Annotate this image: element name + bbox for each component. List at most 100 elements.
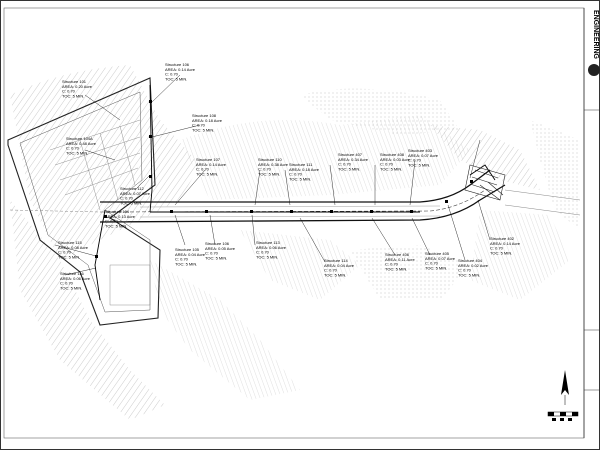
structure-label-toc: TOC: 5 MIN. — [66, 150, 88, 155]
structure-label-area: AREA: 0.04 Acre — [324, 263, 355, 268]
structure-label-name: Structure 403 — [408, 148, 433, 153]
structure-label-area: AREA: 0.07 Acre — [120, 191, 151, 196]
structure-label-area: AREA: 0.18 Acre — [192, 118, 223, 123]
structure-label-toc: TOC: 5 MIN. — [338, 166, 360, 171]
structure-label-name: Structure 111 — [289, 162, 313, 167]
structure-label-name: Structure 405 — [425, 251, 450, 256]
structure-label-toc: TOC: 5 MIN. — [425, 265, 447, 270]
structure-label-area: AREA: 0.05 Acre — [205, 246, 236, 251]
firm-logo-icon — [588, 64, 600, 76]
property-boundary — [7, 77, 161, 326]
lot-grid — [49, 119, 151, 306]
structure-label-name: Structure 107 — [196, 157, 221, 162]
structure-label-area: AREA: 0.14 Acre — [196, 162, 227, 167]
leader-lines — [54, 74, 491, 276]
structure-label-name: Structure 106 — [205, 241, 230, 246]
structure-label-area: AREA: 0.07 Acre — [425, 256, 456, 261]
structure-label-c: C: 0.70 — [205, 251, 219, 256]
structure-label-c: C: 0.70 — [58, 250, 72, 255]
structure-label-toc: TOC: 5 MIN. — [289, 176, 311, 181]
firm-label: ENGINEERING — [592, 10, 599, 60]
structure-label-area: AREA: 0.03 Acre — [380, 157, 411, 162]
structure-label-c: C: 0.70 — [196, 167, 210, 172]
structure-label-area: AREA: 0.18 Acre — [289, 167, 320, 172]
north-arrow-icon — [561, 370, 569, 405]
structure-label-area: AREA: 0.07 Acre — [408, 153, 439, 158]
structure-label-area: AREA: 0.06 Acre — [60, 276, 91, 281]
structure-label-toc: TOC: 5 MIN. — [62, 93, 84, 98]
structure-label-toc: TOC: 5 MIN. — [58, 254, 80, 259]
structure-label-c: C: 0.70 — [425, 261, 439, 266]
structure-label-area: AREA: 0.13 Acre — [105, 214, 136, 219]
structure-label-name: Structure 104A — [66, 136, 93, 141]
structure-label-name: Structure 108 — [192, 113, 217, 118]
structure-label-c: C: 0.70 — [165, 72, 179, 77]
structure-label-area: AREA: 0.02 Acre — [458, 263, 489, 268]
structure-markers — [95, 100, 473, 258]
structure-label-area: AREA: 0.11 Acre — [385, 257, 415, 262]
structure-label-toc: TOC: 5 MIN. — [458, 272, 480, 277]
structure-label-area: AREA: 0.34 Acre — [338, 157, 369, 162]
structure-label-c: C: 0.70 — [380, 162, 394, 167]
structure-label-c: C: 0.70 — [120, 196, 134, 201]
structure-label-name: Structure 406 — [385, 252, 410, 257]
structure-label-c: C: 0.70 — [338, 162, 352, 167]
structure-label-toc: TOC: 5 MIN. — [380, 166, 402, 171]
structure-label-area: AREA: 0.38 Acre — [258, 162, 289, 167]
structure-label-area: AREA: 0.14 Acre — [165, 67, 196, 72]
structure-label-name: Structure 106 — [165, 62, 190, 67]
structure-label-c: C: 0.70 — [324, 268, 338, 273]
structure-label-name: Structure 408 — [380, 152, 405, 157]
structure-label-c: C: 0.70 — [66, 146, 80, 151]
structure-label-toc: TOC: 5 MIN. — [175, 261, 197, 266]
structure-label-c: C: 0.70 — [258, 167, 272, 172]
structure-label-c: C: 0.70 — [458, 268, 472, 273]
structure-label-c: C: 0.70 — [60, 281, 74, 286]
structure-label-toc: TOC: 5 MIN. — [258, 171, 280, 176]
structure-label-toc: TOC: 5 MIN. — [196, 171, 218, 176]
structure-label-c: C: 0.70 — [408, 158, 422, 163]
structure-label-toc: TOC: 5 MIN. — [60, 285, 82, 290]
intersection-detail — [464, 164, 506, 201]
contour-hatching — [10, 65, 580, 420]
structure-label-name: Structure 402 — [490, 236, 515, 241]
structure-label-c: C: 0.70 — [192, 123, 206, 128]
structure-label-c: C: 0.70 — [62, 89, 76, 94]
structure-label-toc: TOC: 5 MIN. — [120, 200, 142, 205]
structure-label-name: Structure 104 — [105, 209, 130, 214]
structure-label-name: Structure 404 — [458, 258, 483, 263]
structure-label-c: C: 0.70 — [385, 262, 399, 267]
structure-label-area: AREA: 0.20 Acre — [62, 84, 93, 89]
scale-bar — [547, 411, 579, 421]
structure-label-toc: TOC: 5 MIN. — [192, 127, 214, 132]
structure-label-c: C: 0.70 — [490, 246, 504, 251]
structure-label-area: AREA: 0.08 Acre — [58, 245, 89, 250]
structure-label-name: Structure 110 — [258, 157, 282, 162]
structure-label-toc: TOC: 5 MIN. — [105, 223, 127, 228]
structure-label-area: AREA: 0.06 Acre — [256, 245, 287, 250]
structure-label-c: C: 0.70 — [289, 172, 303, 177]
structure-label-area: AREA: 0.14 Acre — [490, 241, 521, 246]
structure-label-toc: TOC: 5 MIN. — [256, 254, 278, 259]
structure-label-toc: TOC: 5 MIN. — [408, 162, 430, 167]
structure-label-toc: TOC: 5 MIN. — [490, 250, 512, 255]
